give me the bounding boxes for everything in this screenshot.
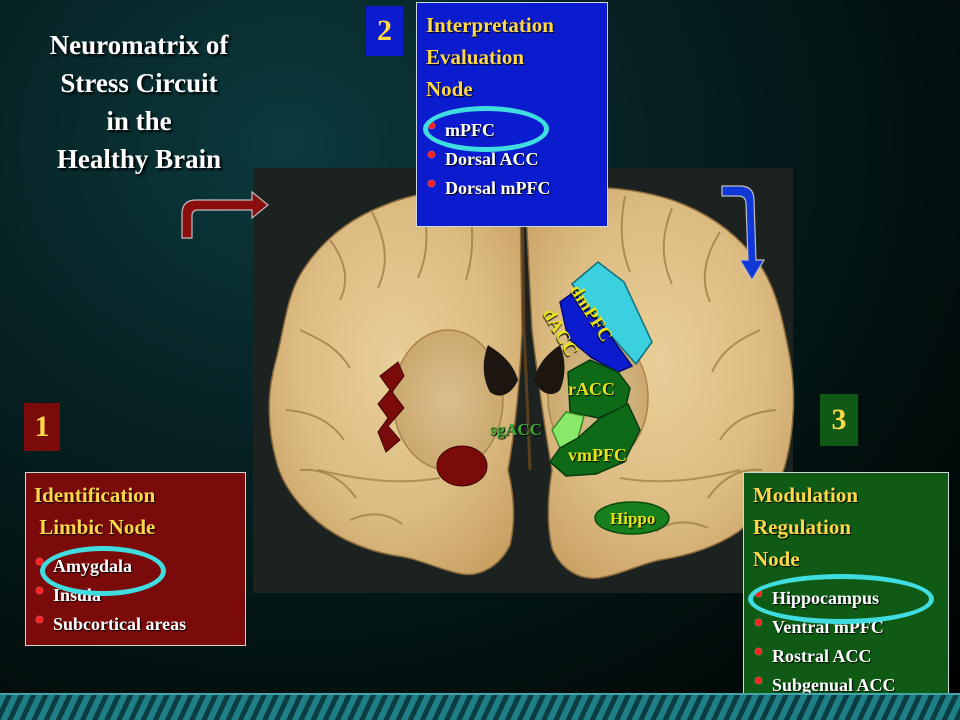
node-title-line: Limbic Node [34, 515, 156, 539]
identification-limbic-node-box: Identification Limbic Node Amygdala Insu… [25, 472, 246, 646]
decorative-bottom-stripe [0, 693, 960, 720]
list-item: Subcortical areas [34, 610, 186, 639]
racc-region [567, 359, 631, 419]
red-dot-bullet-icon [755, 648, 762, 655]
sgacc-label: sgACC [490, 420, 542, 439]
red-dot-bullet-icon [36, 558, 43, 565]
node-3-number: 3 [820, 394, 858, 446]
list-item: Dorsal ACC [426, 145, 550, 174]
hippocampus-marker [594, 501, 670, 535]
vmpfc-region [548, 402, 641, 477]
node-2-title: Interpretation Evaluation Node [426, 9, 554, 105]
list-item: Amygdala [34, 552, 186, 581]
node-title-line: Evaluation [426, 45, 525, 69]
node-1-title: Identification Limbic Node [34, 479, 155, 543]
red-dot-bullet-icon [428, 122, 435, 129]
node-2-items: mPFC Dorsal ACC Dorsal mPFC [426, 116, 550, 203]
node-1-number: 1 [24, 403, 60, 451]
red-dot-bullet-icon [755, 677, 762, 684]
left-ventricle [483, 345, 518, 396]
list-item-label: Amygdala [53, 556, 133, 576]
title-line: in the [106, 106, 172, 136]
list-item: Dorsal mPFC [426, 174, 550, 203]
node-title-line: Identification [34, 483, 156, 507]
list-item: mPFC [426, 116, 550, 145]
node-3-items: Hippocampus Ventral mPFC Rostral ACC Sub… [753, 584, 896, 700]
list-item: Subgenual ACC [753, 671, 896, 700]
sulci-lines [285, 195, 777, 533]
title-line: Healthy Brain [56, 144, 222, 174]
node-title-line: Regulation [753, 515, 852, 539]
vmpfc-label: vmPFC [568, 445, 627, 465]
red-dot-bullet-icon [428, 180, 435, 187]
racc-label: rACC [568, 379, 615, 399]
node-3-title: Modulation Regulation Node [753, 479, 858, 575]
list-item-label: Rostral ACC [772, 646, 872, 666]
modulation-regulation-node-box: Modulation Regulation Node Hippocampus V… [743, 472, 949, 706]
interpretation-evaluation-node-box: Interpretation Evaluation Node mPFC Dors… [416, 2, 608, 227]
red-dot-bullet-icon [428, 151, 435, 158]
red-dot-bullet-icon [36, 616, 43, 623]
node-1-items: Amygdala Insula Subcortical areas [34, 552, 186, 639]
right-ventricle [534, 345, 565, 395]
node-2-number: 2 [366, 6, 403, 56]
node-title-line: Node [426, 77, 473, 101]
list-item-label: Dorsal mPFC [445, 178, 551, 198]
node-title-line: Node [753, 547, 800, 571]
red-dot-bullet-icon [36, 587, 43, 594]
list-item-label: Subgenual ACC [772, 675, 896, 695]
node-title-line: Interpretation [426, 13, 554, 37]
insula-marker [377, 361, 405, 453]
list-item-label: Subcortical areas [53, 614, 187, 634]
list-item-label: Hippocampus [772, 588, 880, 608]
red-dot-bullet-icon [755, 619, 762, 626]
bent-arrow-right-icon [181, 190, 269, 239]
hippo-label: Hippo [610, 509, 656, 528]
list-item: Insula [34, 581, 186, 610]
red-dot-bullet-icon [755, 590, 762, 597]
list-item-label: mPFC [445, 120, 495, 140]
list-item-label: Dorsal ACC [445, 149, 539, 169]
list-item: Rostral ACC [753, 642, 896, 671]
bent-arrow-down-icon [721, 185, 766, 282]
list-item: Hippocampus [753, 584, 896, 613]
list-item-label: Ventral mPFC [772, 617, 884, 637]
list-item-label: Insula [53, 585, 102, 605]
amygdala-marker [436, 445, 488, 487]
title-line: Neuromatrix of [49, 30, 229, 60]
interhemispheric-fissure [520, 189, 532, 471]
node-title-line: Modulation [753, 483, 859, 507]
title-line: Stress Circuit [60, 68, 218, 98]
slide-title: Neuromatrix of Stress Circuit in the Hea… [20, 26, 258, 178]
dacc-region [559, 290, 634, 373]
list-item: Ventral mPFC [753, 613, 896, 642]
